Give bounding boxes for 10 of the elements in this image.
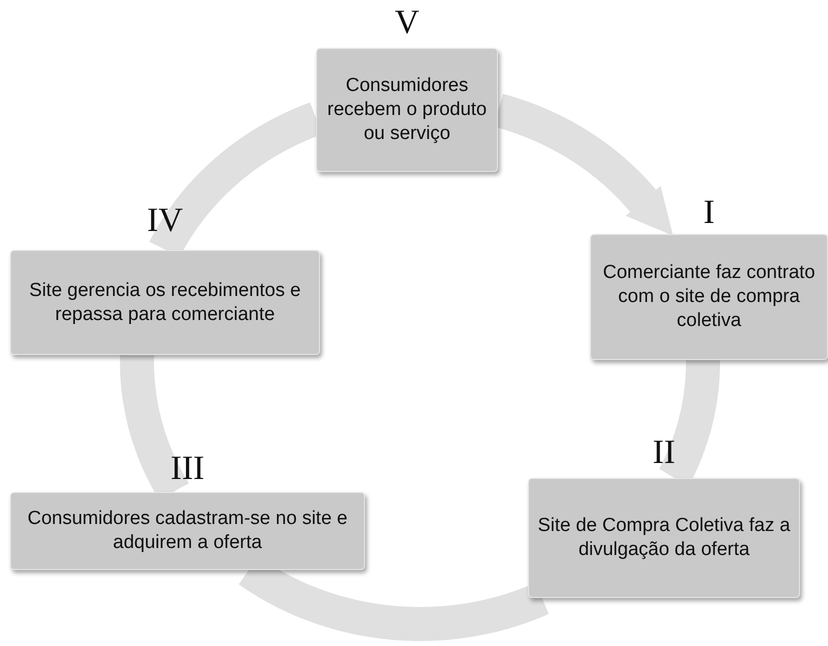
process-box: Comerciante faz contrato com o site de compra coletiva bbox=[590, 234, 828, 360]
roman-numeral: V bbox=[394, 6, 420, 40]
roman-numeral: I bbox=[702, 196, 716, 230]
process-box: Consumidores recebem o produto ou serviço bbox=[316, 48, 498, 172]
roman-numeral: III bbox=[170, 452, 206, 486]
roman-numeral: IV bbox=[146, 204, 184, 238]
process-box: Consumidores cadastram-se no site e adquirem a oferta bbox=[10, 492, 365, 570]
process-box: Site gerencia os recebimentos e repassa para comerciante bbox=[10, 250, 320, 355]
roman-numeral: II bbox=[652, 436, 676, 470]
process-box: Site de Compra Coletiva faz a divulgação da oferta bbox=[528, 478, 800, 598]
